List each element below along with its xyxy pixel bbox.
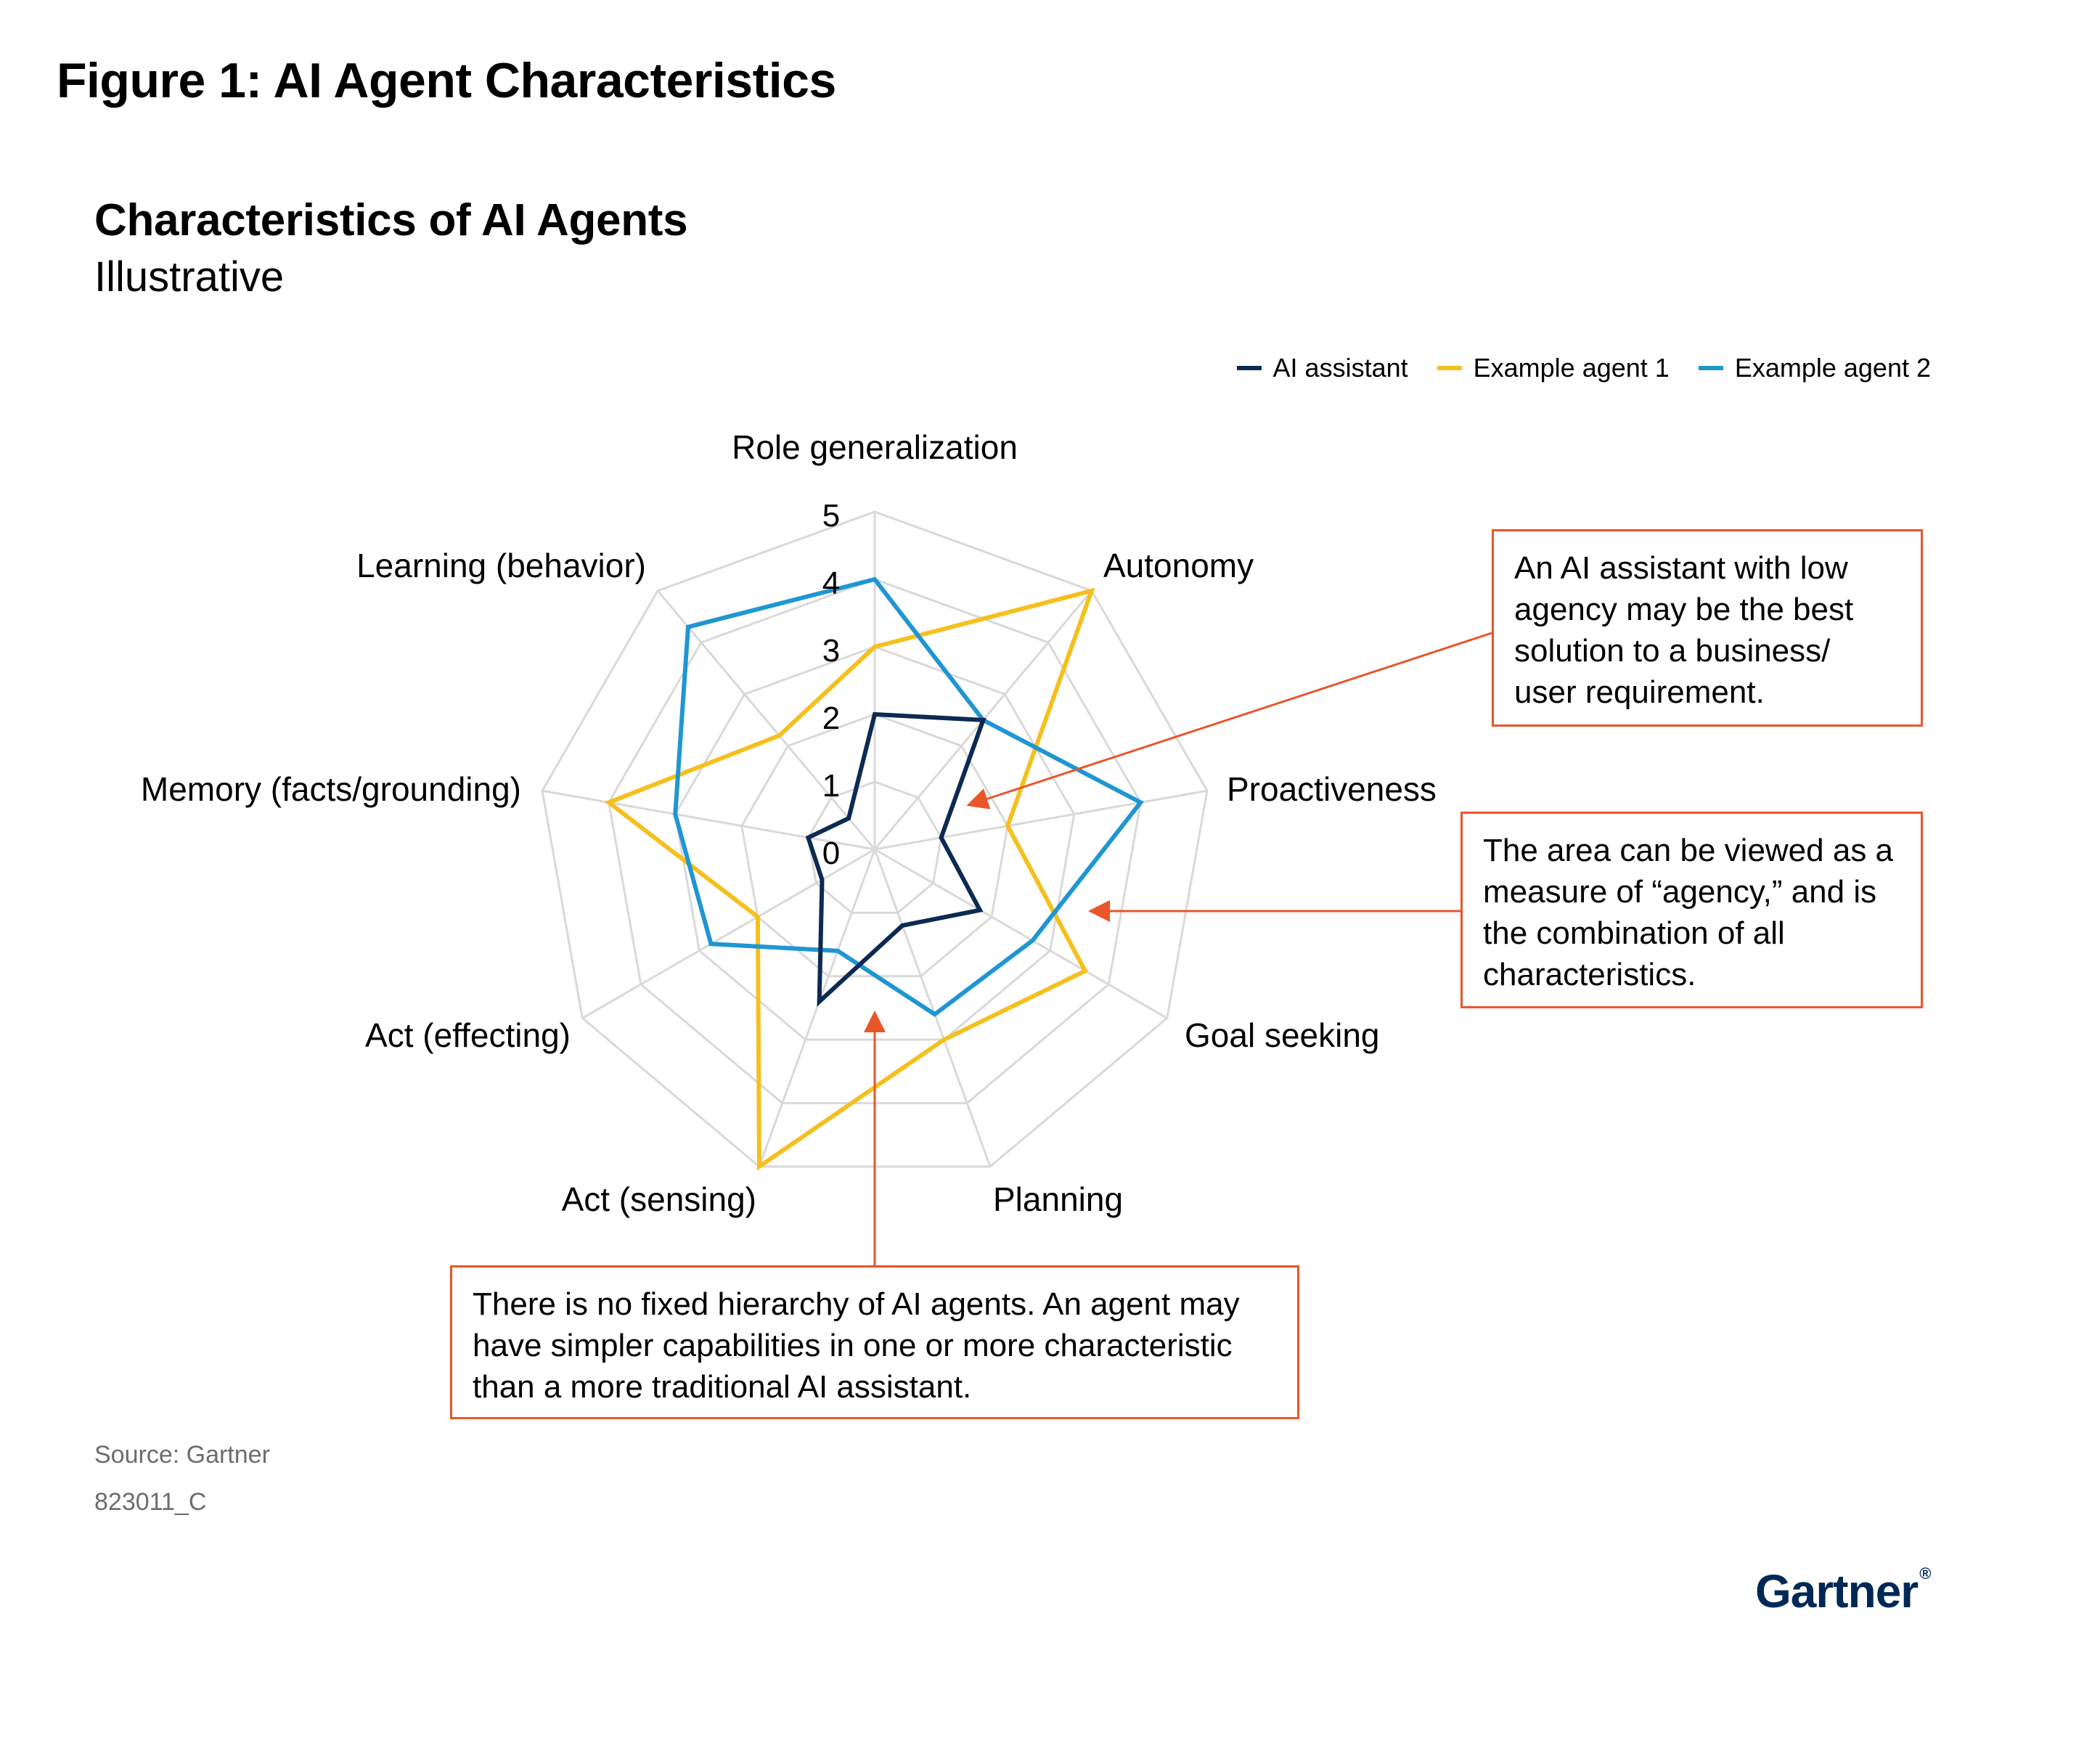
legend-swatch-example-agent-1 <box>1437 366 1462 370</box>
legend-label: Example agent 1 <box>1473 353 1670 383</box>
axis-label: Goal seeking <box>1185 1016 1380 1054</box>
axis-label: Memory (facts/grounding) <box>141 770 521 808</box>
legend-swatch-ai-assistant <box>1236 366 1262 370</box>
grid-spoke <box>656 589 876 850</box>
chart-title: Characteristics of AI Agents <box>94 195 688 245</box>
grid-spoke <box>874 848 1168 1019</box>
figure-code: 823011_C <box>94 1488 207 1516</box>
grid-spoke <box>874 789 1208 851</box>
legend-item-ai-assistant: AI assistant <box>1236 353 1408 383</box>
grid-spoke <box>581 848 875 1019</box>
tick-label: 4 <box>822 566 840 601</box>
gartner-logo: Gartner® <box>1755 1564 1931 1618</box>
tick-label: 0 <box>822 836 840 871</box>
grid-spoke <box>873 849 992 1167</box>
legend-swatch-example-agent-2 <box>1698 366 1723 370</box>
series-line-ai-assistant <box>805 711 986 1007</box>
grid-ring-1 <box>806 780 943 914</box>
callout-area: The area can be viewed as a measure of “… <box>1460 812 1923 1008</box>
grid-spoke <box>542 789 875 851</box>
legend-label: AI assistant <box>1272 353 1408 383</box>
series-line-example-agent-1 <box>604 587 1095 1171</box>
chart-subtitle: Illustrative <box>94 253 285 301</box>
callout-connectors <box>864 632 1492 1265</box>
tick-label: 1 <box>822 768 840 804</box>
source-note: Source: Gartner <box>94 1441 270 1469</box>
axis-label: Act (effecting) <box>365 1016 571 1054</box>
axis-label: Proactiveness <box>1227 770 1437 808</box>
tick-label: 2 <box>822 701 840 736</box>
axis-label: Learning (behavior) <box>356 547 646 584</box>
axis-label: Planning <box>993 1180 1123 1218</box>
registered-mark: ® <box>1919 1564 1931 1583</box>
tick-label: 3 <box>822 633 840 669</box>
tick-label: 5 <box>822 498 840 534</box>
radar-labels: 0 1 2 3 4 5 Role generalizationAutonomyProacti… <box>141 428 1437 1218</box>
axis-label: Role generalization <box>732 428 1018 466</box>
legend-item-example-agent-1: Example agent 1 <box>1437 353 1670 383</box>
grid-spoke <box>758 849 876 1167</box>
figure-title: Figure 1: AI Agent Characteristics <box>57 53 836 108</box>
axis-label: Act (sensing) <box>562 1180 756 1218</box>
callout-hierarchy: There is no fixed hierarchy of AI agents… <box>450 1265 1299 1419</box>
legend-item-example-agent-2: Example agent 2 <box>1698 353 1931 383</box>
radar-series <box>604 576 1144 1171</box>
chart-legend: AI assistant Example agent 1 Example age… <box>1236 353 1931 383</box>
callout-autonomy: An AI assistant with low agency may be t… <box>1492 529 1923 727</box>
axis-label: Autonomy <box>1103 547 1254 584</box>
legend-label: Example agent 2 <box>1734 353 1931 383</box>
logo-text: Gartner <box>1755 1565 1919 1617</box>
callout-connector-autonomy <box>966 632 1492 809</box>
series-line-example-agent-2 <box>673 576 1144 1017</box>
